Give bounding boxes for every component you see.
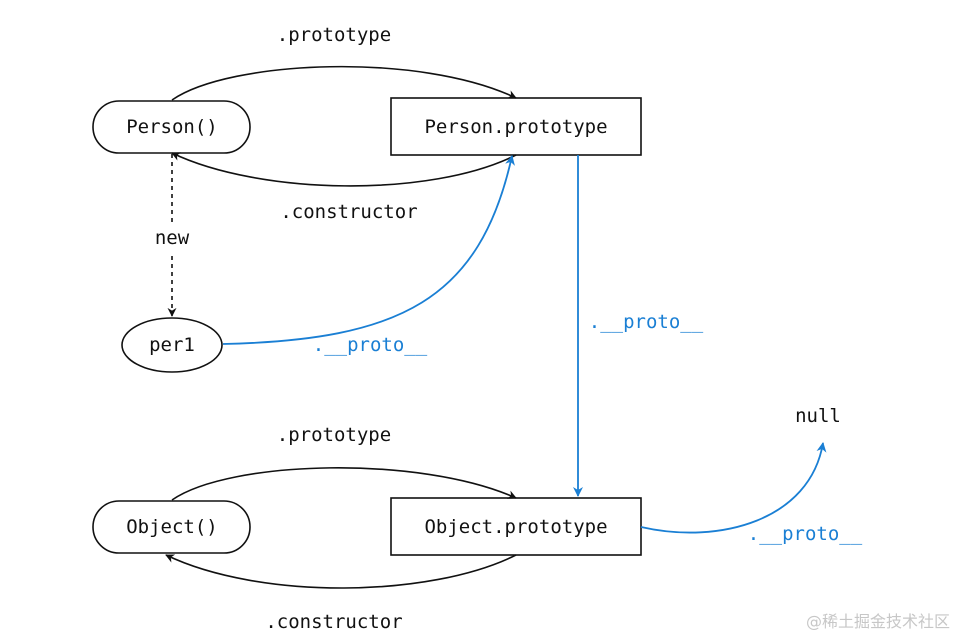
person-proto-proto-edge-label: .__proto__ (589, 311, 704, 333)
person-prototype-node (390, 97, 642, 156)
object-prototype-label: Object.prototype (424, 516, 607, 538)
object-prototype-arrow (171, 467, 517, 501)
per1-proto-edge-label: .__proto__ (313, 334, 428, 356)
object-constructor-edge-label: .constructor (265, 611, 402, 633)
per1-proto-arrow (222, 155, 515, 345)
person-constructor-edge-label: .constructor (280, 201, 417, 223)
person-constructor-arrow (171, 152, 517, 187)
object-proto-null-edge-label: .__proto__ (748, 523, 863, 545)
null-label: null (795, 405, 841, 427)
new-edge-label: new (155, 227, 190, 249)
watermark-text: @稀土掘金技术社区 (806, 612, 950, 631)
person-prototype-arrow (171, 65, 517, 101)
object-label: Object() (126, 516, 218, 538)
person-prototype-edge-label: .prototype (277, 24, 391, 46)
person-prototype-label: Person.prototype (424, 116, 607, 138)
person-label: Person() (126, 116, 218, 138)
object-prototype-edge-label: .prototype (277, 424, 391, 446)
per1-label: per1 (149, 334, 195, 356)
per1-node (121, 317, 223, 373)
object-node (92, 500, 251, 554)
object-proto-null-arrow (640, 442, 827, 534)
object-constructor-arrow (165, 554, 517, 589)
